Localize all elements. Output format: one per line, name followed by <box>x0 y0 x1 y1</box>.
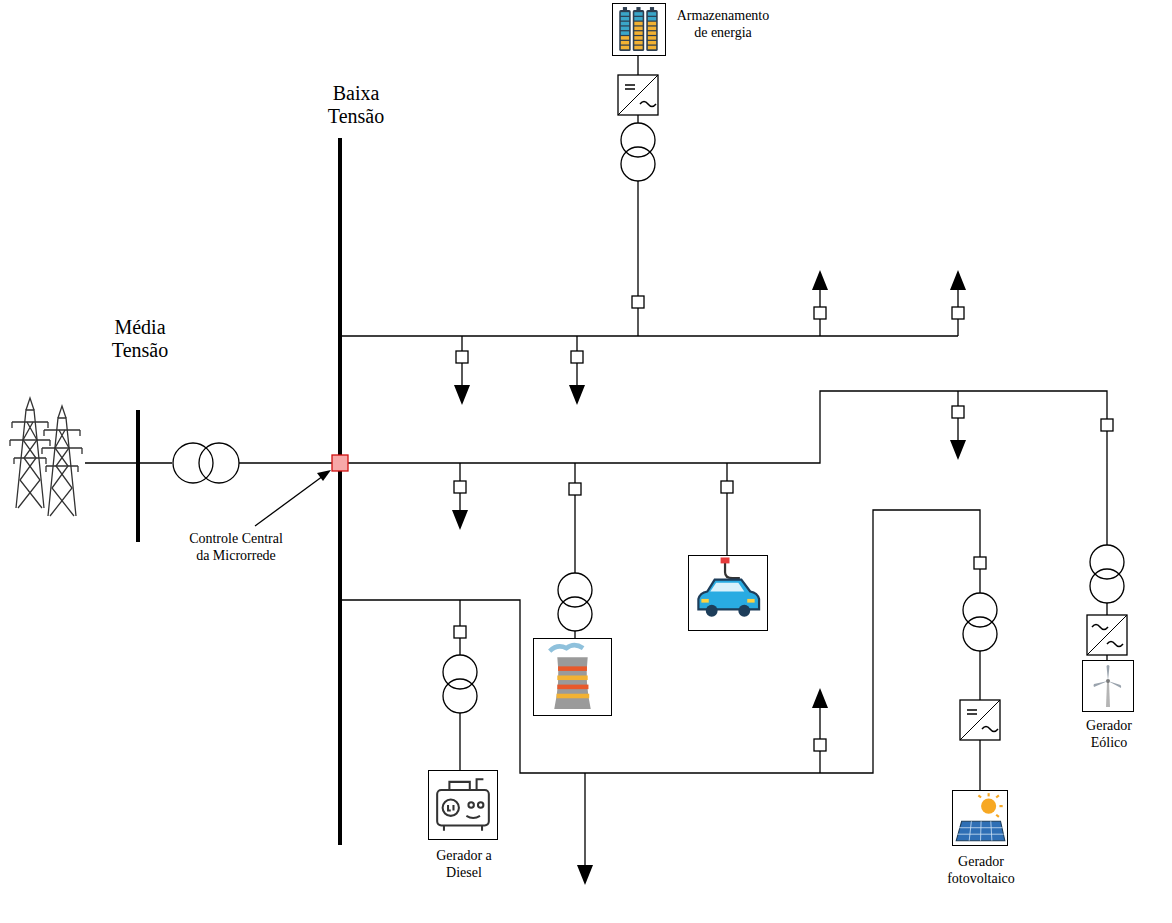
icon <box>1083 661 1133 711</box>
diesel-generator: Gerador a Diesel <box>428 770 498 840</box>
ev-charger-icon <box>688 555 768 631</box>
icon <box>613 4 665 55</box>
node-label: Gerador a Diesel <box>419 847 509 881</box>
icon <box>953 791 1007 845</box>
node-label: Gerador fotovoltaico <box>931 853 1031 887</box>
bus-label: Média Tensão <box>95 316 185 362</box>
thermal-plant-icon <box>533 638 612 716</box>
callout-label: Controle Central da Microrrede <box>188 530 284 564</box>
wind-generator: Gerador Eólico <box>1082 660 1134 712</box>
bus-label: Baixa Tensão <box>316 82 396 128</box>
pv-generator: Gerador fotovoltaico <box>952 790 1008 846</box>
icon <box>429 771 497 839</box>
node-label: Gerador Eólico <box>1074 717 1144 751</box>
storage-unit: Armazenamento de energia <box>612 3 666 56</box>
node-label: Armazenamento de energia <box>671 7 775 41</box>
